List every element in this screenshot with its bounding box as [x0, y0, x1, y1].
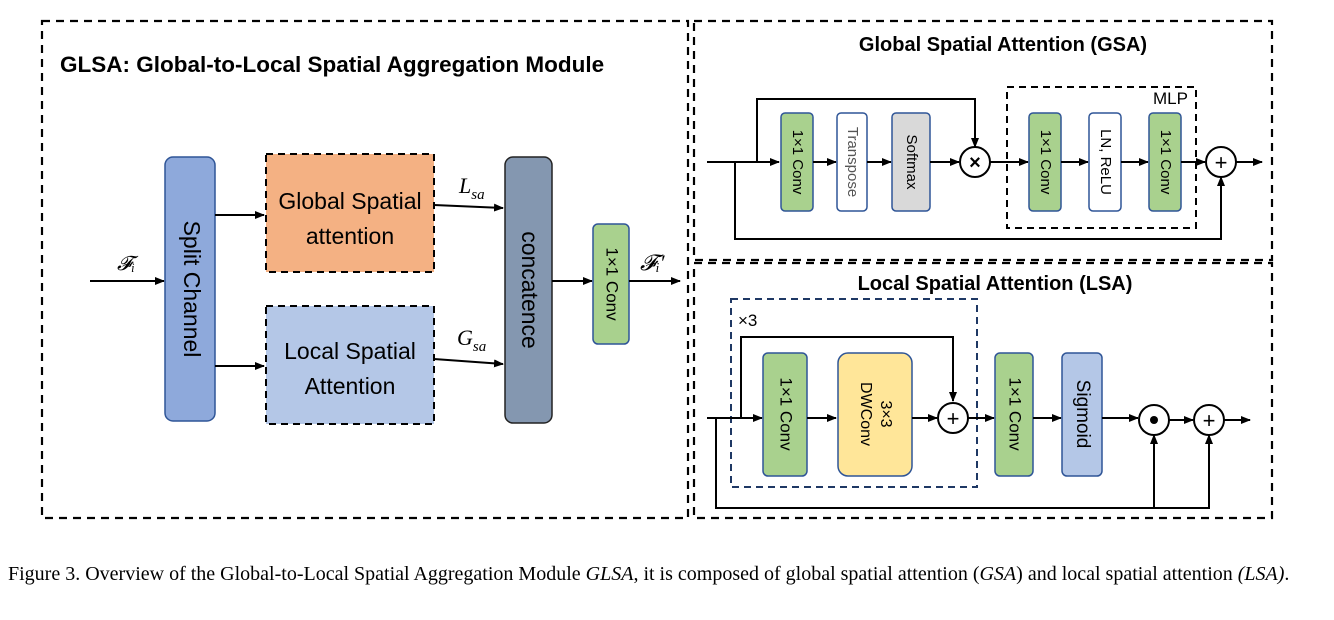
lsa-outer-path-plus	[1154, 434, 1213, 509]
global-box-line1: Global Spatial	[278, 188, 421, 214]
l-sa-label: Lsa	[458, 173, 485, 203]
mlp-label: MLP	[1153, 89, 1188, 108]
transpose-label: Transpose	[844, 127, 861, 197]
mlp-conv1-label: 1×1 Conv	[1037, 130, 1054, 195]
sigmoid-block	[1061, 352, 1103, 477]
lsa-inner-plus-symbol: +	[947, 406, 960, 431]
gsa-multiply-symbol: ×	[969, 152, 981, 174]
lsa-repeat-label: ×3	[738, 311, 757, 330]
lsa-conv1-block	[762, 352, 808, 477]
lsa-conv2-block	[994, 352, 1034, 477]
lsa-dot-symbol	[1150, 416, 1158, 424]
lsa-repeat-box	[730, 298, 978, 488]
global-box-line2: attention	[306, 223, 394, 249]
dwconv-line1: 3×3	[877, 400, 894, 427]
lsa-title: Local Spatial Attention (LSA)	[858, 273, 1133, 295]
local-box-line1: Local Spatial	[284, 338, 416, 364]
g-sa-label: Gsa	[457, 325, 486, 355]
figure-caption: Figure 3. Overview of the Global-to-Loca…	[8, 563, 1290, 585]
local-spatial-attention-box	[265, 305, 435, 425]
mlp-conv2-label: 1×1 Conv	[1157, 130, 1174, 195]
global-spatial-attention-box	[265, 153, 435, 273]
glsa-panel	[40, 19, 690, 520]
glsa-conv-block	[592, 223, 630, 345]
local-box-line2: Attention	[305, 373, 396, 399]
sigmoid-label: Sigmoid	[1072, 380, 1093, 449]
ln-relu-label: LN, ReLU	[1097, 129, 1114, 195]
glsa-title: GLSA: Global-to-Local Spatial Aggregatio…	[60, 52, 604, 77]
split-channel-label: Split Channel	[179, 221, 205, 358]
gsa-residual-path	[734, 162, 1225, 240]
concat-label: concatence	[517, 231, 543, 349]
softmax-label: Softmax	[903, 134, 920, 190]
output-label: 𝓕ᵢ′	[640, 250, 666, 275]
glsa-diagram: GLSA: Global-to-Local Spatial Aggregatio…	[40, 19, 1274, 520]
lsa-panel	[692, 261, 1274, 520]
global-to-concat-arrow	[433, 203, 504, 212]
local-to-concat-arrow	[433, 358, 504, 368]
concat-block	[504, 156, 553, 424]
split-channel-block	[164, 156, 216, 422]
gsa-conv-label: 1×1 Conv	[789, 130, 806, 195]
gsa-panel	[692, 19, 1274, 262]
gsa-title: Global Spatial Attention (GSA)	[859, 34, 1147, 56]
gsa-plus-symbol: +	[1215, 150, 1228, 175]
lsa-plus-symbol: +	[1203, 408, 1216, 433]
gsa-top-skip-path	[756, 98, 979, 162]
lsa-outer-path-dot	[715, 418, 1158, 509]
dwconv-block	[837, 352, 913, 477]
dwconv-line2: DWConv	[857, 382, 874, 446]
lsa-inner-skip	[740, 336, 957, 418]
input-label: 𝓕ᵢ	[117, 253, 139, 275]
lsa-conv1-label: 1×1 Conv	[777, 377, 796, 451]
lsa-conv2-label: 1×1 Conv	[1006, 377, 1025, 451]
mlp-box	[1006, 86, 1197, 229]
glsa-conv-label: 1×1 Conv	[603, 247, 622, 321]
